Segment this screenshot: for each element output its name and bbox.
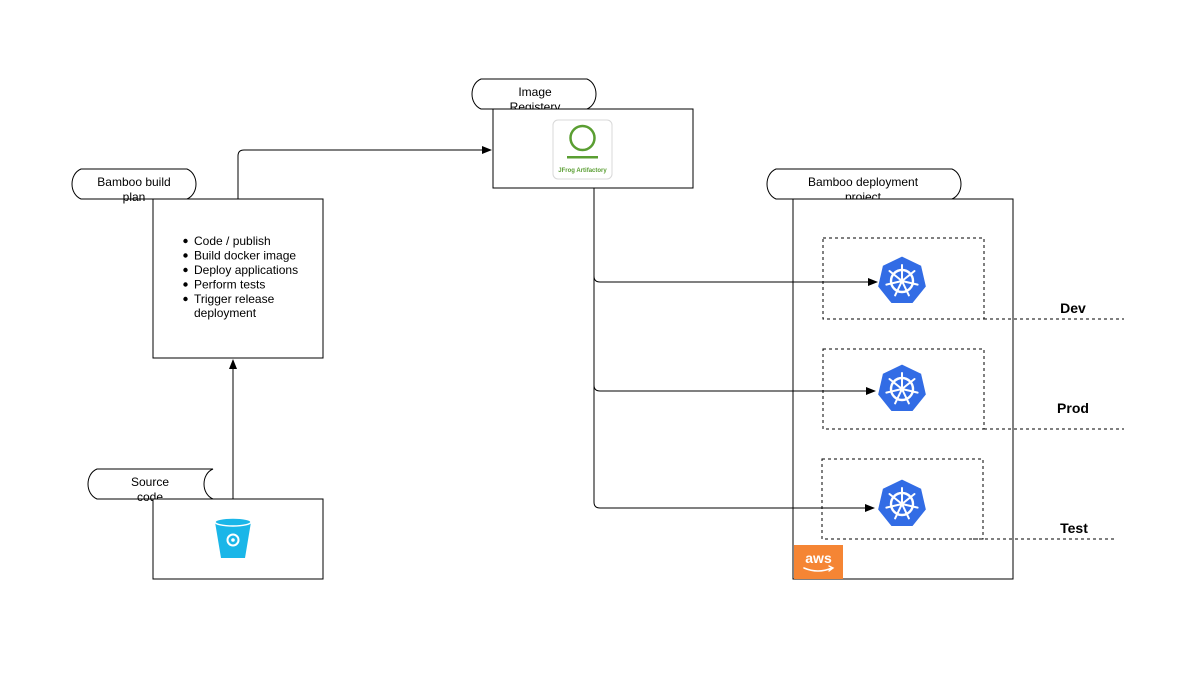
build-step: Perform tests [194,278,265,292]
connectors [229,146,878,512]
environment-prod: Prod [822,348,1124,430]
build-step-continuation: deployment [194,306,257,320]
build-plan-box [152,198,324,359]
deployment-project-tab-label-1: Bamboo deployment [808,175,919,189]
environment-box [822,237,985,320]
environment-label-prod: Prod [1057,400,1089,416]
build-step: Trigger release [194,292,275,306]
aws-icon: aws [794,545,843,579]
build-step: Code / publish [194,234,271,248]
build-step: Deploy applications [194,263,298,277]
deployment-project-group: Bamboo deployment project Dev Prod Test [766,168,1124,580]
image-registry-group: Image Registery JFrog Artifactory [471,78,694,189]
arrow-build-to-registry [237,146,492,199]
image-registry-tab-label-1: Image [518,85,552,99]
arrow-registry-to-test [593,385,875,512]
source-code-tab-label-1: Source [131,475,169,489]
build-step: Build docker image [194,249,296,263]
bitbucket-icon [214,517,252,558]
environment-dev: Dev [822,237,1124,320]
environment-box [821,458,984,540]
bullet [183,282,188,287]
jfrog-caption: JFrog Artifactory [558,168,607,174]
environment-label-dev: Dev [1060,300,1086,316]
build-plan-group: Bamboo build plan Code / publish Build d… [71,168,324,359]
bullet [183,238,188,244]
build-steps-list: Code / publish Build docker image Deploy… [183,234,298,320]
bullet [183,253,188,258]
environment-box [822,348,985,430]
jfrog-artifactory-icon: JFrog Artifactory [552,119,613,180]
bullet [183,267,188,273]
build-plan-tab-label-1: Bamboo build [97,175,170,189]
environment-test: Test [821,458,1114,540]
build-plan-tab-label-2: plan [123,190,146,204]
environment-label-test: Test [1060,520,1088,536]
aws-logo-text: aws [805,550,832,566]
source-code-group: Source code [87,468,324,580]
bullet [183,296,188,302]
